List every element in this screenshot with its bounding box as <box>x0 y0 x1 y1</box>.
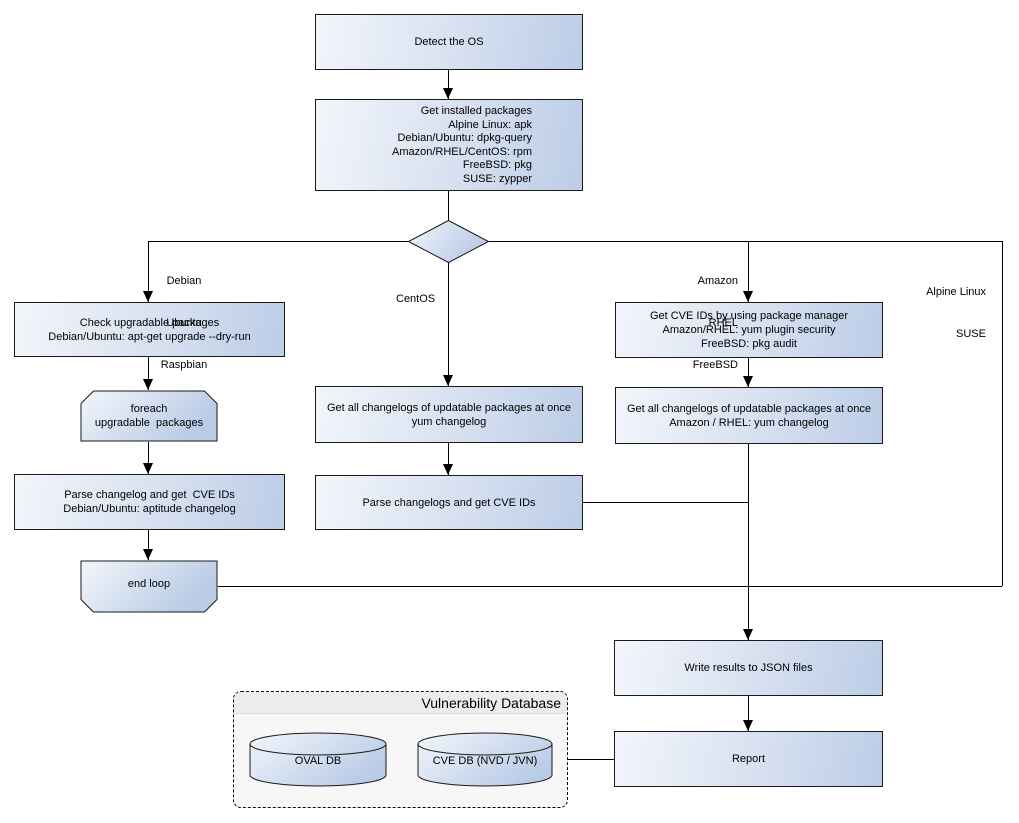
write-results-node: Write results to JSON files <box>614 640 883 696</box>
oval-db-cylinder <box>249 732 387 787</box>
node-label: Parse changelogs and get CVE IDs <box>362 496 536 509</box>
node-line: Get all changelogs of updatable packages… <box>326 401 571 414</box>
centos-branch-label: CentOS <box>396 264 435 334</box>
connector-cveids-to-changelogs <box>748 358 749 387</box>
connector-check-to-foreach <box>148 357 149 390</box>
arrowhead-icon <box>743 720 753 731</box>
arrowhead-icon <box>743 291 753 302</box>
node-line: Debian/Ubuntu: aptitude changelog <box>63 503 236 515</box>
detect-os-node: Detect the OS <box>315 14 583 70</box>
group-title: Vulnerability Database <box>421 694 561 711</box>
node-line: FreeBSD: pkg audit <box>701 338 797 350</box>
loop-start-shape-icon <box>80 390 218 442</box>
node-label: Report <box>731 753 766 765</box>
connector-changelogs-to-parse-centos <box>448 443 449 475</box>
connector-installed-to-diamond <box>448 191 449 220</box>
arrowhead-icon <box>143 549 153 560</box>
arrowhead-icon <box>743 629 753 640</box>
arrowhead-icon <box>143 379 153 390</box>
edge-label-line: FreeBSD <box>692 359 738 371</box>
get-changelogs-centos-node: Get all changelogs of updatable packages… <box>315 386 583 443</box>
database-cylinder-icon <box>417 732 553 787</box>
connector-debian-branch <box>148 241 149 302</box>
parse-changelogs-centos-node: Parse changelogs and get CVE IDs <box>315 475 583 530</box>
node-line: yum changelog <box>411 415 487 428</box>
edge-label-line: SUSE <box>956 328 986 340</box>
report-node: Report <box>614 731 883 787</box>
node-line: Get CVE IDs by using package manager <box>649 310 849 322</box>
oval-db-label: OVAL DB <box>249 746 387 776</box>
end-loop-node <box>80 560 218 613</box>
db-label: CVE DB (NVD / JVN) <box>432 755 538 767</box>
connector-diamond-right <box>488 241 1002 242</box>
db-label: OVAL DB <box>294 755 342 767</box>
node-label: Write results to JSON files <box>684 662 813 674</box>
cve-db-label: CVE DB (NVD / JVN) <box>417 746 553 776</box>
cve-db-cylinder <box>417 732 553 787</box>
get-changelogs-amazon-node: Get all changelogs of updatable packages… <box>615 387 883 444</box>
edge-label-line: Raspbian <box>160 359 208 371</box>
edge-label-line: Alpine Linux <box>926 286 986 298</box>
node-line: SUSE: zypper <box>462 172 532 185</box>
connector-parse-to-endloop <box>148 530 149 560</box>
node-line: Check upgradable packages <box>79 316 220 329</box>
node-line: upgradable packages <box>94 417 204 429</box>
amazon-branch-label: Amazon RHEL FreeBSD <box>660 246 738 400</box>
alpine-branch-label: Alpine Linux SUSE <box>878 257 986 369</box>
end-loop-label: end loop <box>80 560 218 608</box>
node-line: Debian/Ubuntu: apt-get upgrade --dry-run <box>48 330 251 343</box>
node-line: Debian/Ubuntu: dpkg-query <box>397 132 532 144</box>
get-cve-ids-pkg-mgr-node: Get CVE IDs by using package manager Ama… <box>615 302 883 358</box>
node-line: Alpine Linux: apk <box>448 118 532 131</box>
connector-endloop-to-merge <box>218 586 1002 587</box>
connector-foreach-to-parse <box>148 442 149 474</box>
edge-label-line: CentOS <box>396 293 436 305</box>
connector-write-to-report <box>748 696 749 731</box>
node-line: foreach <box>130 403 168 415</box>
arrowhead-icon <box>443 464 453 475</box>
check-upgradable-node: Check upgradable packages Debian/Ubuntu:… <box>14 302 285 357</box>
connector-parse-centos-to-merge <box>583 502 748 503</box>
parse-changelog-deb-node: Parse changelog and get CVE IDs Debian/U… <box>14 474 285 530</box>
connector-merge-to-write <box>748 444 749 640</box>
node-line: Amazon / RHEL: yum changelog <box>669 416 829 429</box>
arrowhead-icon <box>443 88 453 99</box>
node-label: Detect the OS <box>414 36 484 48</box>
edge-label-line: Ubuntu <box>166 317 202 329</box>
get-installed-packages-node: Get installed packages Alpine Linux: apk… <box>315 99 583 191</box>
node-line: Get all changelogs of updatable packages… <box>626 402 871 415</box>
edge-label-line: Debian <box>166 275 202 287</box>
debian-branch-label: Debian Ubuntu Raspbian <box>150 246 218 400</box>
node-line: Get installed packages <box>420 105 532 117</box>
arrowhead-icon <box>143 291 153 302</box>
node-line: FreeBSD: pkg <box>462 159 532 171</box>
node-label: end loop <box>127 578 171 590</box>
arrowhead-icon <box>143 463 153 474</box>
foreach-loop-node <box>80 390 218 442</box>
connector-alpine-branch <box>1002 241 1003 586</box>
connector-amazon-branch <box>748 241 749 302</box>
edge-label-line: Amazon <box>697 275 738 287</box>
connector-centos-branch <box>448 262 449 386</box>
node-line: Amazon/RHEL/CentOS: rpm <box>392 145 532 158</box>
loop-end-shape-icon <box>80 560 218 613</box>
database-cylinder-icon <box>249 732 387 787</box>
connector-detect-to-installed <box>448 70 449 99</box>
node-line: Amazon/RHEL: yum plugin security <box>662 324 836 336</box>
arrowhead-icon <box>743 376 753 387</box>
edge-label-line: RHEL <box>708 317 738 329</box>
os-decision-diamond <box>407 219 490 264</box>
foreach-loop-label: foreach upgradable packages <box>80 394 218 438</box>
vulnerability-database-header: Vulnerability Database <box>234 692 567 714</box>
connector-diamond-left <box>148 241 408 242</box>
node-line: Parse changelog and get CVE IDs <box>64 489 235 501</box>
diamond-shape-icon <box>407 219 490 264</box>
arrowhead-icon <box>443 375 453 386</box>
connector-vulndb-to-report <box>568 759 614 760</box>
